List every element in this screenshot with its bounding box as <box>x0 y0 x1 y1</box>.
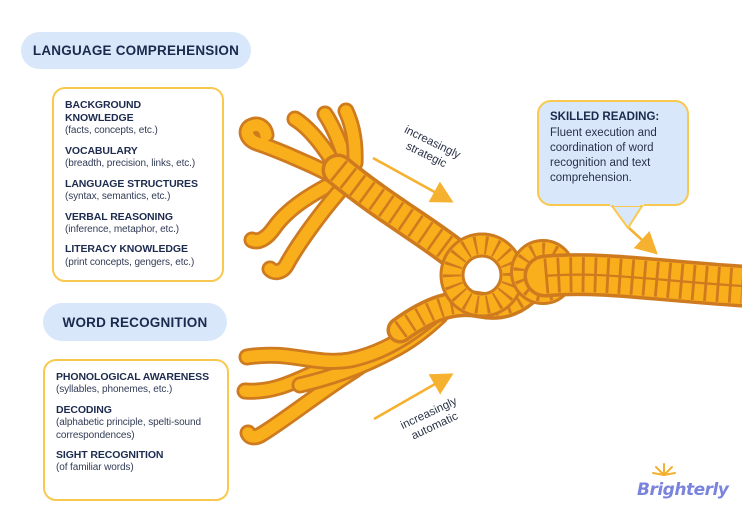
strand-title: BACKGROUND KNOWLEDGE <box>65 99 141 125</box>
language-comprehension-box: BACKGROUND KNOWLEDGE (facts, concepts, e… <box>52 87 224 282</box>
sun-rays-icon <box>652 463 676 476</box>
strand-detail: (print concepts, gengers, etc.) <box>65 256 195 268</box>
strand-title: VOCABULARY <box>65 145 138 158</box>
strand-detail: (facts, concepts, etc.) <box>65 125 158 137</box>
skilled-reading-callout: SKILLED READING: Fluent execution and co… <box>537 100 689 206</box>
rope-horizontal <box>545 275 742 286</box>
strand-title: SIGHT RECOGNITION <box>56 449 164 462</box>
strand-detail: (alphabetic principle, spelti-sound corr… <box>56 417 201 441</box>
list-item: LITERACY KNOWLEDGE (print concepts, geng… <box>65 243 211 269</box>
automatic-arrow <box>373 373 454 421</box>
strand-title: VERBAL REASONING <box>65 210 173 223</box>
skilled-reading-arrow <box>628 227 658 255</box>
word-recognition-badge: WORD RECOGNITION <box>43 303 227 341</box>
strategic-arrow <box>372 156 454 203</box>
strand-detail: (syllables, phonemes, etc.) <box>56 384 173 396</box>
list-item: LANGUAGE STRUCTURES (syntax, semantics, … <box>65 178 211 204</box>
brighterly-logo: Brighterly <box>637 480 729 500</box>
list-item: DECODING (alphabetic principle, spelti-s… <box>56 404 216 442</box>
callout-tail <box>610 200 644 229</box>
list-item: VOCABULARY (breadth, precision, links, e… <box>65 145 211 171</box>
list-item: BACKGROUND KNOWLEDGE (facts, concepts, e… <box>65 99 211 138</box>
skilled-reading-title: SKILLED READING: <box>550 111 660 123</box>
strand-title: LITERACY KNOWLEDGE <box>65 243 188 256</box>
list-item: PHONOLOGICAL AWARENESS (syllables, phone… <box>56 371 216 397</box>
strand-title: DECODING <box>56 403 112 416</box>
list-item: VERBAL REASONING (inference, metaphor, e… <box>65 211 211 237</box>
language-comprehension-badge: LANGUAGE COMPREHENSION <box>21 32 251 69</box>
strand-detail: (of familiar words) <box>56 462 134 474</box>
strand-detail: (inference, metaphor, etc.) <box>65 223 180 235</box>
strand-title: LANGUAGE STRUCTURES <box>65 177 198 190</box>
list-item: SIGHT RECOGNITION (of familiar words) <box>56 449 216 475</box>
rope-upper-main <box>338 170 452 252</box>
strand-detail: (breadth, precision, links, etc.) <box>65 158 196 170</box>
skilled-reading-description: Fluent execution and coordination of wor… <box>550 127 657 184</box>
word-recognition-box: PHONOLOGICAL AWARENESS (syllables, phone… <box>43 359 229 501</box>
strand-title: PHONOLOGICAL AWARENESS <box>56 371 209 383</box>
strand-detail: (syntax, semantics, etc.) <box>65 191 171 203</box>
